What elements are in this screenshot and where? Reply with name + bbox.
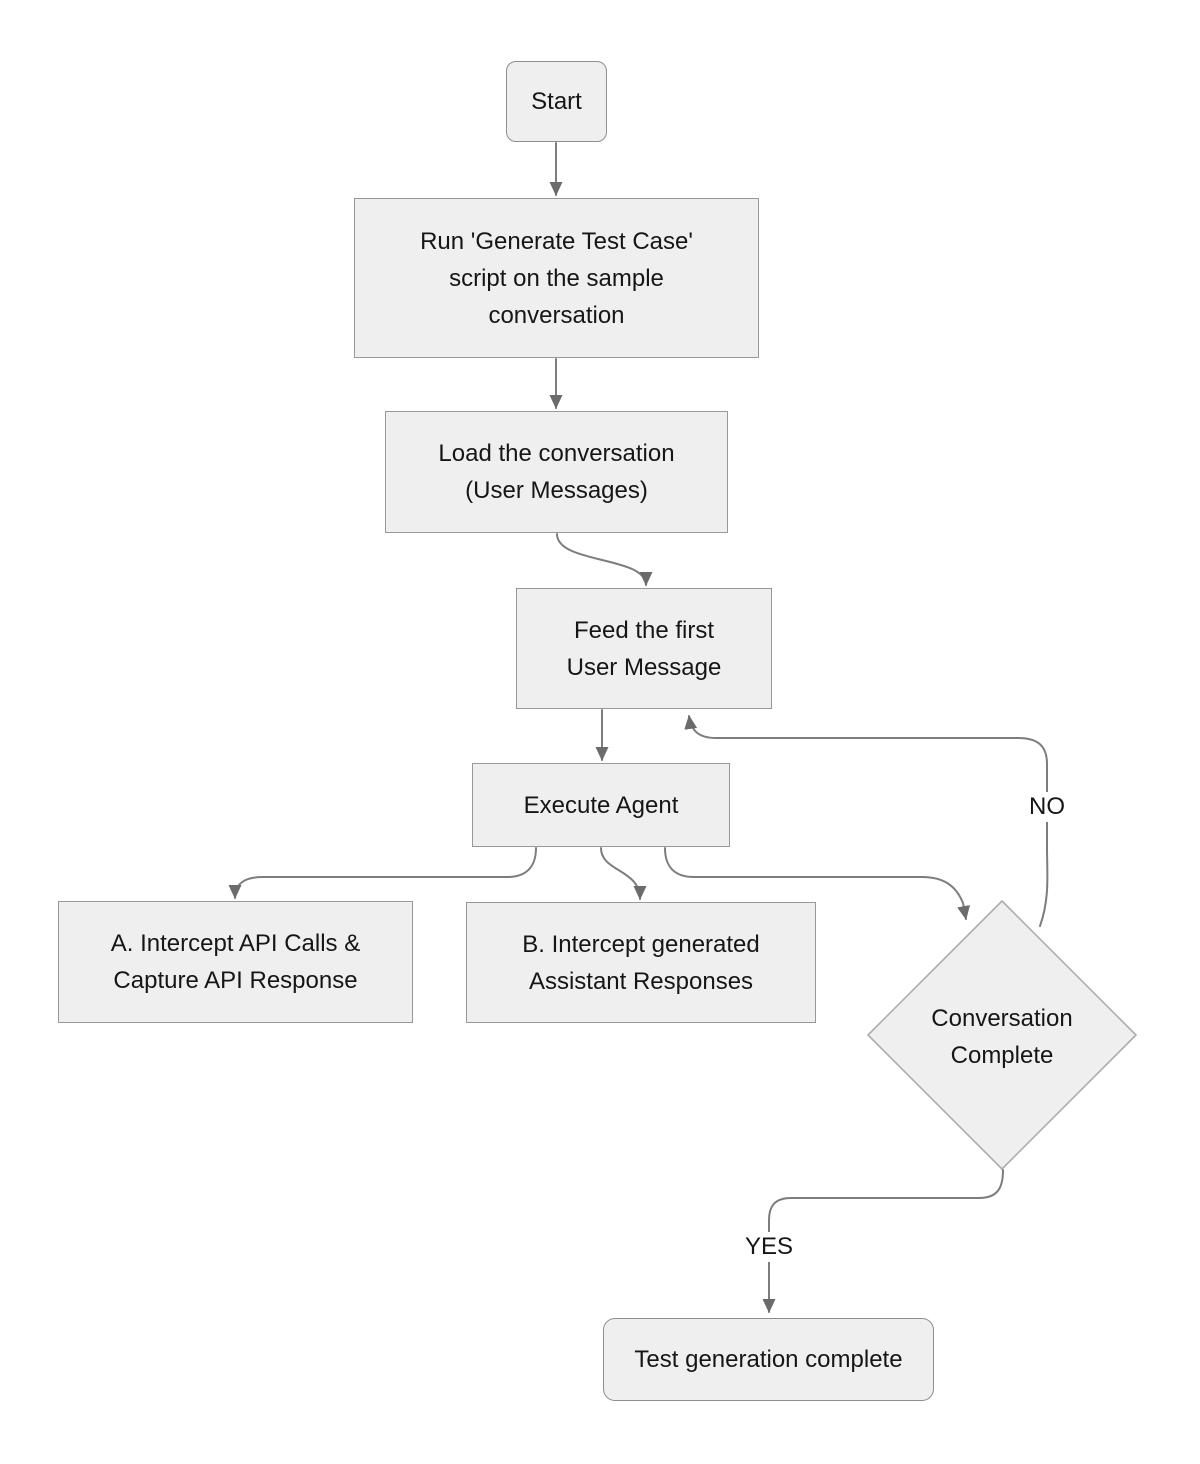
node-execute-agent: Execute Agent: [472, 763, 730, 847]
node-feed-first-message: Feed the first User Message: [516, 588, 772, 709]
node-test-complete: Test generation complete: [603, 1318, 934, 1401]
edge-execute-to-intercept-api: [228, 847, 537, 899]
node-run-script-line: Run 'Generate Test Case': [420, 227, 693, 255]
node-intercept-api-line: Capture API Response: [113, 967, 358, 994]
edge-decision-no-to-feed: [684, 715, 1049, 927]
edge-label-yes: YES: [739, 1232, 799, 1262]
node-run-script-line: script on the sample: [449, 264, 664, 292]
edge-label-no: NO: [1024, 792, 1070, 822]
node-load-conversation: Load the conversation (User Messages): [385, 411, 728, 533]
node-intercept-assistant-line: Assistant Responses: [528, 967, 754, 995]
node-conversation-complete: Conversation Complete: [931, 1000, 1072, 1074]
node-conversation-complete-line: Conversation: [931, 1005, 1073, 1032]
node-test-complete-label: Test generation complete: [634, 1346, 903, 1373]
node-intercept-assistant: B. Intercept generated Assistant Respons…: [466, 902, 816, 1023]
node-load-conversation-line: Load the conversation: [438, 440, 675, 467]
edge-load-to-feed: [556, 533, 653, 586]
edge-execute-to-decision: [664, 847, 970, 920]
node-start-label: Start: [531, 88, 582, 115]
node-conversation-complete-line: Complete: [950, 1042, 1054, 1069]
node-execute-agent-label: Execute Agent: [523, 791, 679, 819]
node-intercept-api: A. Intercept API Calls & Capture API Res…: [58, 901, 413, 1023]
node-feed-first-message-line: Feed the first: [573, 616, 715, 644]
node-feed-first-message-line: User Message: [566, 653, 722, 681]
node-run-script: Run 'Generate Test Case' script on the s…: [354, 198, 759, 358]
node-load-conversation-line: (User Messages): [465, 477, 648, 504]
node-run-script-line: conversation: [488, 301, 625, 329]
edge-decision-yes-to-test-complete: [762, 1169, 1004, 1313]
decision-diamond-shape: [867, 900, 1137, 1170]
edge-execute-to-intercept-assistant: [600, 847, 647, 900]
node-intercept-assistant-line: B. Intercept generated: [522, 930, 760, 958]
node-start: Start: [506, 61, 607, 142]
node-intercept-api-line: A. Intercept API Calls &: [110, 930, 361, 957]
